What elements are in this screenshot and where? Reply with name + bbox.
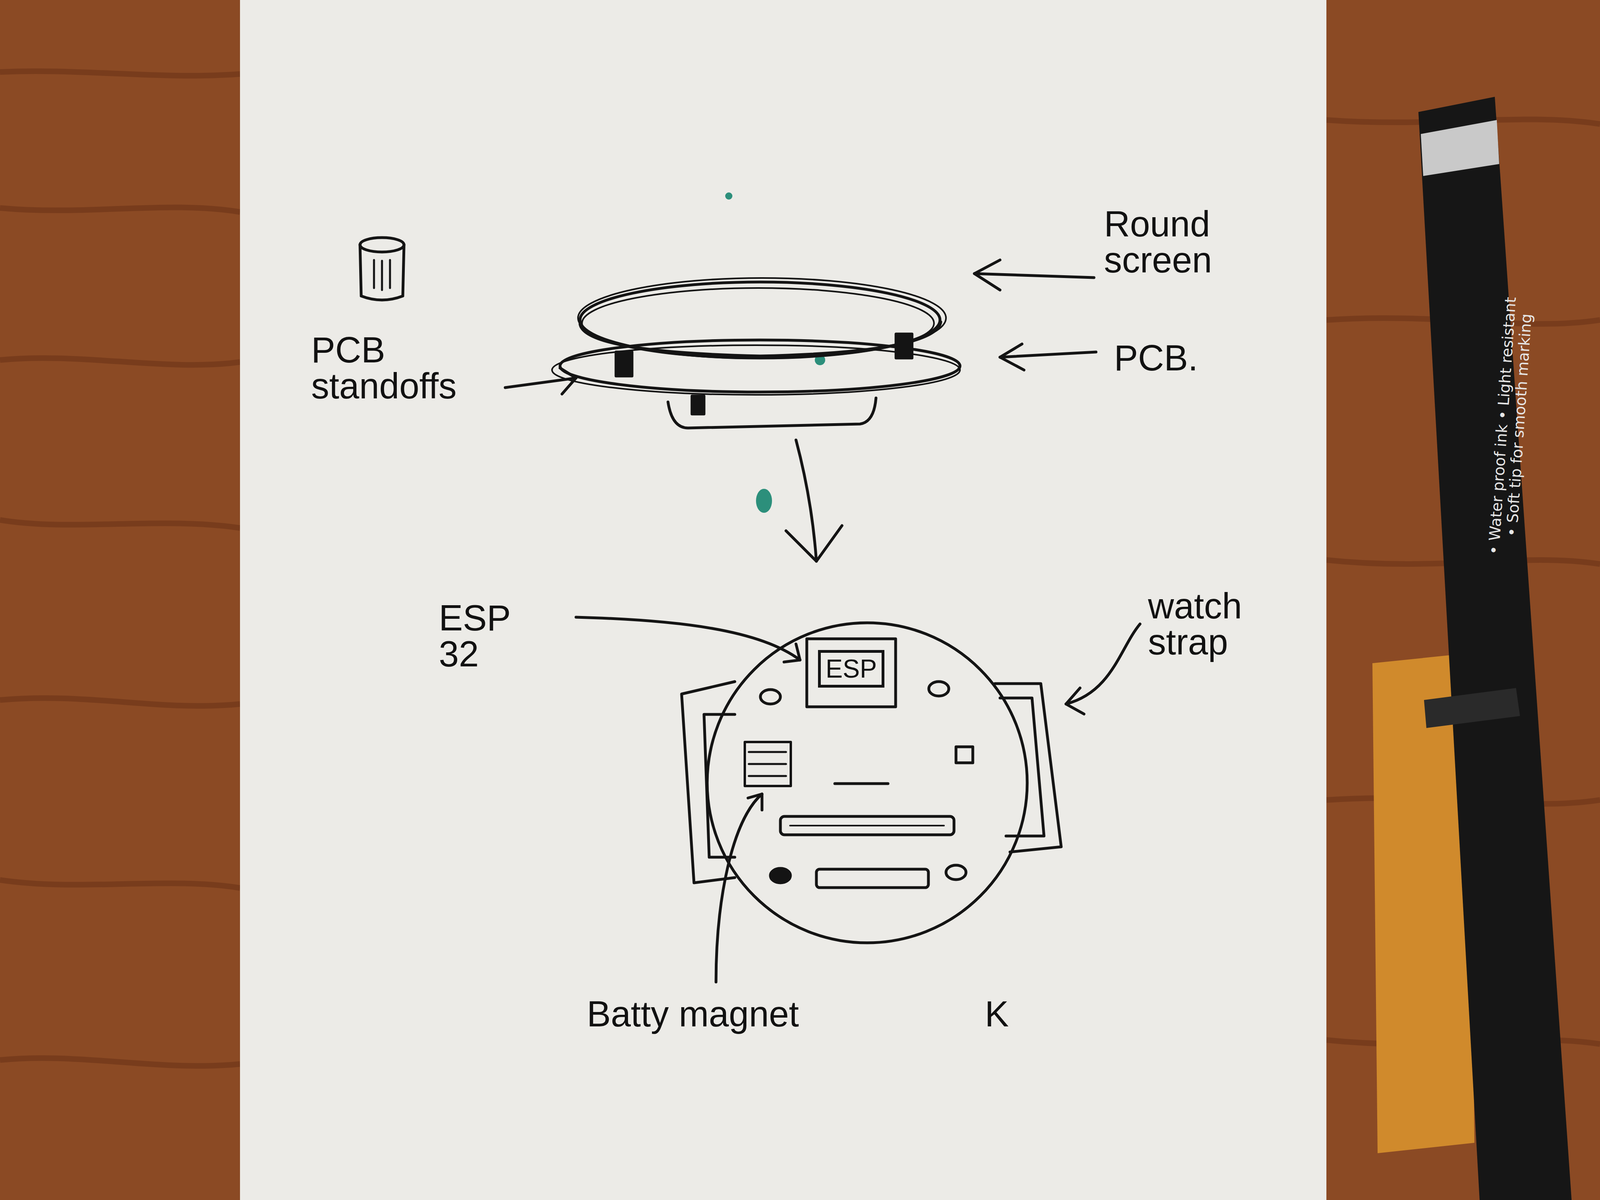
note-mark: K xyxy=(984,996,1009,1032)
ink-spot xyxy=(725,192,826,513)
part-label: PCB standoffs xyxy=(311,332,500,404)
pen-cap-edge xyxy=(1424,688,1520,728)
chip-label: ESP xyxy=(825,656,877,682)
side-view xyxy=(552,278,960,428)
standoff-icon xyxy=(360,237,404,300)
flow-arrow xyxy=(786,440,842,562)
part-label: PCB. xyxy=(1114,340,1198,376)
paper-sheet xyxy=(240,0,1327,1200)
part-label: watch strap xyxy=(1148,588,1280,660)
pen-band xyxy=(1420,120,1500,176)
part-label: ESP 32 xyxy=(438,600,543,672)
part-label: Batty magnet xyxy=(586,996,799,1032)
chip-box: ESP xyxy=(818,650,885,688)
part-label: Round screen xyxy=(1104,206,1248,278)
pen-body xyxy=(1418,96,1572,1200)
board-top-view xyxy=(681,622,1062,943)
leader-arrow xyxy=(505,260,1140,982)
